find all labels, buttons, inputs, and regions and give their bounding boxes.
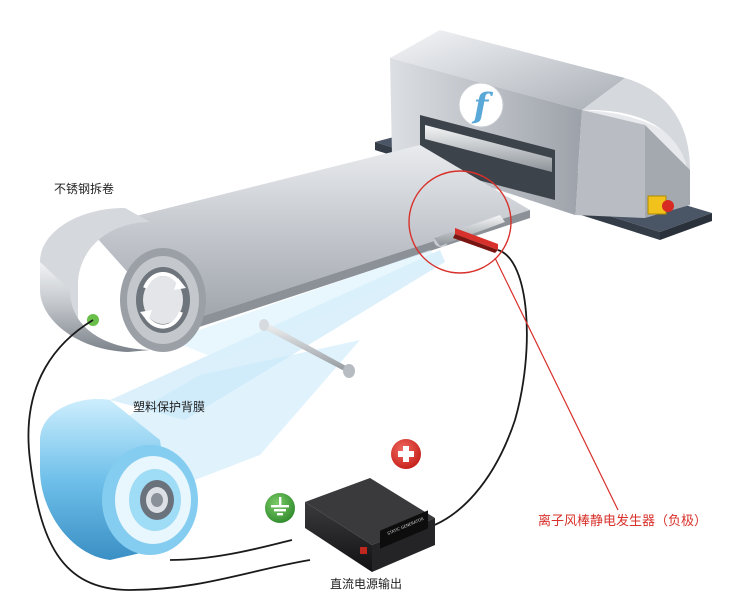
generator-power-switch <box>360 547 367 554</box>
ion-bar <box>453 228 498 253</box>
ion-bar-label: 离子风棒静电发生器（负极） <box>538 514 708 529</box>
unwind-roll-label: 不锈钢拆卷 <box>54 182 115 196</box>
machine-roller <box>425 125 552 172</box>
cables <box>27 249 528 591</box>
machine-housing-top <box>390 30 625 110</box>
machine-logo-badge <box>458 82 504 128</box>
ground-cable <box>27 319 311 591</box>
laminating-machine: f <box>375 30 712 240</box>
machine-logo-letter: f <box>472 86 494 126</box>
film-roll <box>40 399 198 560</box>
emergency-stop-button <box>647 195 674 215</box>
ion-bar-callout <box>408 170 619 511</box>
guide-roller <box>259 319 355 378</box>
steel-unwind-roll <box>40 208 206 352</box>
rotation-arrows-icon <box>143 272 183 329</box>
protective-film-label: 塑料保护背膜 <box>133 400 206 414</box>
ion-bar-cable <box>419 249 528 531</box>
plus-circle-icon <box>391 439 421 469</box>
ground-icon <box>265 493 295 523</box>
idler-roller <box>434 215 505 247</box>
dc-output-label: 直流电源输出 <box>330 577 403 591</box>
static-generator-box: STATIC GENERATOR <box>305 478 435 572</box>
